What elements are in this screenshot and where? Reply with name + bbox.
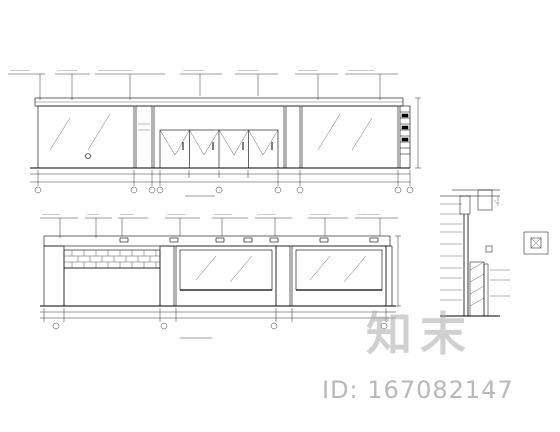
svg-text:~~~~~~~~~~~~~~~~~: ~~~~~~~~~~~~~~~~~ xyxy=(98,69,133,73)
svg-text:~~~~~~~~~~~~~: ~~~~~~~~~~~~~ xyxy=(348,69,375,73)
upper-shelf-column xyxy=(399,105,411,169)
svg-text:~~~~~~~~~: ~~~~~~~~~ xyxy=(214,213,232,217)
lower-pier-1 xyxy=(159,245,175,307)
section-detail xyxy=(440,189,510,317)
svg-text:~~~~~~~~~~~: ~~~~~~~~~~~ xyxy=(357,213,379,217)
svg-text:~~~~~~~~~~: ~~~~~~~~~~ xyxy=(238,69,258,73)
svg-text:~~~~~~~: ~~~~~~~ xyxy=(120,213,134,217)
svg-text:~~~~~~~~~: ~~~~~~~~~ xyxy=(167,213,185,217)
brick-band xyxy=(63,249,161,269)
svg-text:~~~~~~~~~~: ~~~~~~~~~~ xyxy=(10,69,30,73)
svg-text:~~~~~~~~~~: ~~~~~~~~~~ xyxy=(57,69,77,73)
upper-dimension-chain xyxy=(30,170,411,186)
lower-opening xyxy=(63,267,161,307)
svg-text:~~~~~~: ~~~~~~ xyxy=(87,213,99,217)
lower-glass-panel-right xyxy=(291,245,387,307)
upper-leader-labels: ~~~~~~~~~~ ~~~~~~~~~~ ~~~~~~~~~~~~~~~~~ … xyxy=(8,69,398,100)
upper-pier-2 xyxy=(285,105,301,169)
upper-glass-panel-right xyxy=(301,105,399,169)
lower-axis-markers xyxy=(52,322,388,330)
svg-text:~~~~~~~~~~: ~~~~~~~~~~ xyxy=(310,213,330,217)
lower-elevation: ~~~~~~~~~ ~~~~~~ ~~~~~~~ ~~~~~~~~~ ~~~~~… xyxy=(40,213,401,339)
lower-glass-panel-middle xyxy=(175,245,277,307)
upper-pier-1 xyxy=(135,105,153,169)
watermark-id: ID: 167082147 xyxy=(322,376,514,404)
lower-wall-left xyxy=(43,245,65,307)
lower-leader-labels: ~~~~~~~~~ ~~~~~~ ~~~~~~~ ~~~~~~~~~ ~~~~~… xyxy=(40,213,398,238)
svg-text:~~~~~~~~~~: ~~~~~~~~~~ xyxy=(183,69,203,73)
svg-text:~~~~~~~~~: ~~~~~~~~~ xyxy=(42,213,60,217)
lower-dimension-chain xyxy=(40,308,396,322)
upper-axis-markers xyxy=(34,186,414,194)
svg-text:~~~~~~~~~~: ~~~~~~~~~~ xyxy=(298,69,318,73)
svg-text:~~~~~~~~~: ~~~~~~~~~ xyxy=(257,213,275,217)
watermark-logo: 知末 xyxy=(366,307,474,361)
upper-glass-panel-left xyxy=(37,105,135,169)
lower-pier-2 xyxy=(275,245,291,307)
wall-fixture-icon xyxy=(85,153,91,159)
small-detail xyxy=(523,231,549,255)
upper-elevation: ~~~~~~~~~~ ~~~~~~~~~~ ~~~~~~~~~~~~~~~~~ … xyxy=(8,69,421,197)
